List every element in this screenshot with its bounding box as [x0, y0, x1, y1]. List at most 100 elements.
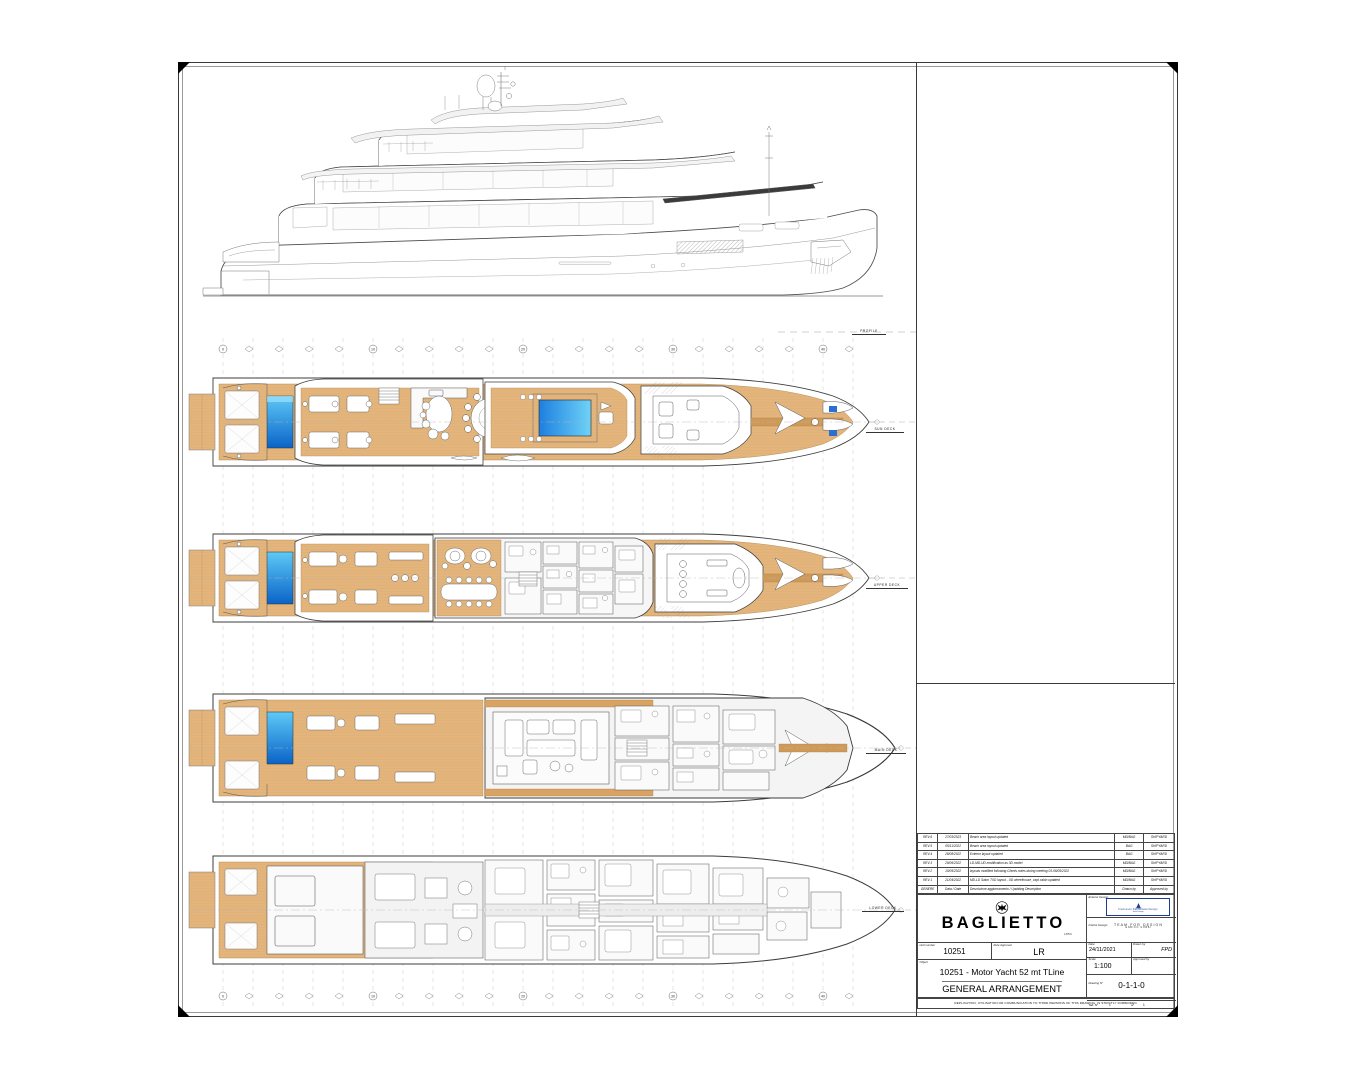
revision-approved-by: SHIPYARD [1142, 875, 1176, 886]
exterior-designer-logo: Francesco Paszkowski Design Yacht Design [1106, 898, 1170, 917]
brand-logo-cell: BAGLIETTO 1854 [918, 895, 1086, 943]
baglietto-bird-icon [995, 901, 1009, 914]
sheet-border-outer [178, 62, 1178, 1017]
titleblock-column-divider [916, 63, 917, 1016]
brand-name: BAGLIETTO [941, 914, 1066, 933]
title-block-main: BAGLIETTO 1854 Hull number 10251 Rule Ap… [917, 894, 1177, 1006]
hull-rule-row: Hull number 10251 Rule Approval LR [918, 943, 1086, 960]
scale-cell: Scale 1:100 [1087, 957, 1132, 974]
exterior-designer-name: Francesco Paszkowski Design [1118, 907, 1158, 911]
revision-id: REV.2 [916, 867, 939, 877]
revision-history-table: REV.6 27/03/2023 Beach area layout updat… [916, 833, 1176, 895]
rule-approval-value: LR [1033, 946, 1045, 957]
title-block: REV.6 27/03/2023 Beach area layout updat… [916, 833, 1177, 1016]
revision-header-description: Descrizione aggiornamento / Updating Des… [967, 884, 1116, 895]
revision-drawn-by: MD/BAG [1114, 867, 1144, 877]
view-label-sun-deck: SUN DECK [866, 427, 904, 433]
tab-number-label: Tab. N° [1088, 1002, 1099, 1007]
drawing-number-value: 0-1-1-0 [1118, 980, 1145, 990]
revision-description: Beach area layout updated [967, 841, 1116, 852]
revision-id: REV.1 [916, 875, 939, 886]
hull-number-cell: Hull number 10251 [918, 943, 992, 959]
sheet-border-inner [182, 66, 1174, 1013]
scale-approvedby-row: Scale 1:100 Approved by [1087, 957, 1176, 975]
revision-rows: REV.6 27/03/2023 Beach area layout updat… [916, 833, 1176, 895]
view-label-profile: PROFILE [852, 329, 886, 335]
svg-text:40: 40 [821, 994, 825, 998]
of-label: of [1131, 1002, 1134, 1007]
view-label-upper-deck: UPPER DECK [866, 583, 908, 589]
revision-id: REV.6 [916, 833, 939, 843]
drawn-by-label: Drawn by [1133, 942, 1146, 947]
svg-text:10: 10 [371, 347, 375, 351]
revision-approved-by: SHIPYARD [1142, 833, 1176, 843]
table-row: REV.2 10/05/2022 layouts modified follow… [916, 867, 1176, 877]
hull-number-label: Hull number [919, 942, 936, 947]
revision-header-approved-by: Approved by [1142, 884, 1176, 895]
title-block-left: BAGLIETTO 1854 Hull number 10251 Rule Ap… [918, 895, 1086, 997]
titleblock-upper-divider [917, 683, 1175, 684]
drawing-type-value: GENERAL ARRANGEMENT [942, 982, 1062, 994]
revision-id: REV.5 [916, 841, 939, 852]
svg-text:0: 0 [222, 994, 224, 998]
revision-date: 28/08/2022 [937, 850, 969, 860]
drawing-number-cell: Drawing N° 0-1-1-0 [1087, 980, 1176, 1001]
revision-approved-by: SHIPYARD [1142, 841, 1176, 852]
svg-text:30: 30 [671, 994, 675, 998]
revision-approved-by: SHIPYARD [1142, 850, 1176, 860]
interior-design-label: Interior Design. [1088, 923, 1109, 928]
rule-approval-label: Rule Approval [993, 942, 1012, 947]
drawn-by-value: FPD [1161, 946, 1172, 953]
date-label: Date [1088, 942, 1095, 947]
revision-approved-by: SHIPYARD [1142, 867, 1176, 877]
exterior-design-cell: Exterior Design. Francesco Paszkowski De… [1087, 895, 1176, 918]
revision-header-drawn-by: Drawn by [1114, 884, 1144, 895]
title-block-right: Exterior Design. Francesco Paszkowski De… [1086, 895, 1177, 1006]
date-value: 24/11/2021 [1089, 946, 1116, 953]
copyright-disclaimer: REPLICATION, UTILISATION OR COMMUNICATIO… [917, 998, 1175, 1009]
approved-by-label: Approved by [1133, 957, 1150, 962]
view-label-main-deck: MAIN DECK [866, 748, 906, 754]
drawing-number-label: Drawing N° [1088, 981, 1104, 986]
revision-header-date: Data / Date [937, 884, 969, 895]
revision-description: MD-LD Salon TXD layout - UD wheelhouse_c… [967, 875, 1116, 886]
rule-approval-cell: Rule Approval LR [992, 943, 1086, 959]
svg-text:0: 0 [222, 347, 224, 351]
revision-id: REV.4 [916, 850, 939, 860]
interior-design-cell: Interior Design. TEAM FOR DESIGN ENRICO … [1087, 922, 1176, 943]
object-cell: Object 10251 - Motor Yacht 52 mt TLine G… [918, 960, 1086, 995]
revision-description: Exterior layout updated [967, 850, 1116, 860]
interior-designer-sub: ENRICO GOBBI [1125, 926, 1152, 930]
svg-text:20: 20 [521, 994, 525, 998]
drawn-by-cell: Drawn by FPD [1132, 943, 1177, 957]
revision-date: 27/03/2023 [937, 833, 969, 843]
svg-text:30: 30 [671, 347, 675, 351]
table-header-row: GENERE Data / Date Descrizione aggiornam… [916, 884, 1176, 895]
hull-number-value: 10251 [943, 946, 966, 956]
revision-header-id: GENERE [916, 884, 939, 895]
revision-drawn-by: BAG [1114, 841, 1144, 852]
svg-text:20: 20 [521, 347, 525, 351]
object-label: Object [919, 959, 928, 964]
exterior-design-label: Exterior Design. [1088, 894, 1110, 899]
fpd-logo-icon [1135, 902, 1141, 908]
table-row: REV.3 29/06/2022 LD-MD-UD modification a… [916, 858, 1176, 869]
revision-drawn-by: MD/BAG [1114, 833, 1144, 843]
tab-number-value: 1 [1109, 1002, 1111, 1007]
object-divider [942, 980, 1062, 981]
revision-date: 05/11/2022 [937, 841, 969, 852]
revision-id: REV.3 [916, 858, 939, 869]
table-row: REV.4 28/08/2022 Exterior layout updated… [916, 850, 1176, 860]
revision-drawn-by: MD/BAG [1114, 875, 1144, 886]
object-value: 10251 - Motor Yacht 52 mt TLine [939, 967, 1065, 977]
revision-approved-by: SHIPYARD [1142, 858, 1176, 869]
table-row: REV.5 05/11/2022 Beach area layout updat… [916, 841, 1176, 852]
date-drawnby-row: Date 24/11/2021 Drawn by FPD [1087, 942, 1177, 958]
exterior-designer-sub: Yacht Design [1132, 911, 1144, 914]
interior-designer-name: TEAM FOR DESIGN [1114, 922, 1163, 927]
table-row: REV.1 21/04/2022 MD-LD Salon TXD layout … [916, 875, 1176, 886]
of-value: 1 [1143, 1002, 1145, 1007]
scale-label: Scale [1088, 957, 1096, 962]
